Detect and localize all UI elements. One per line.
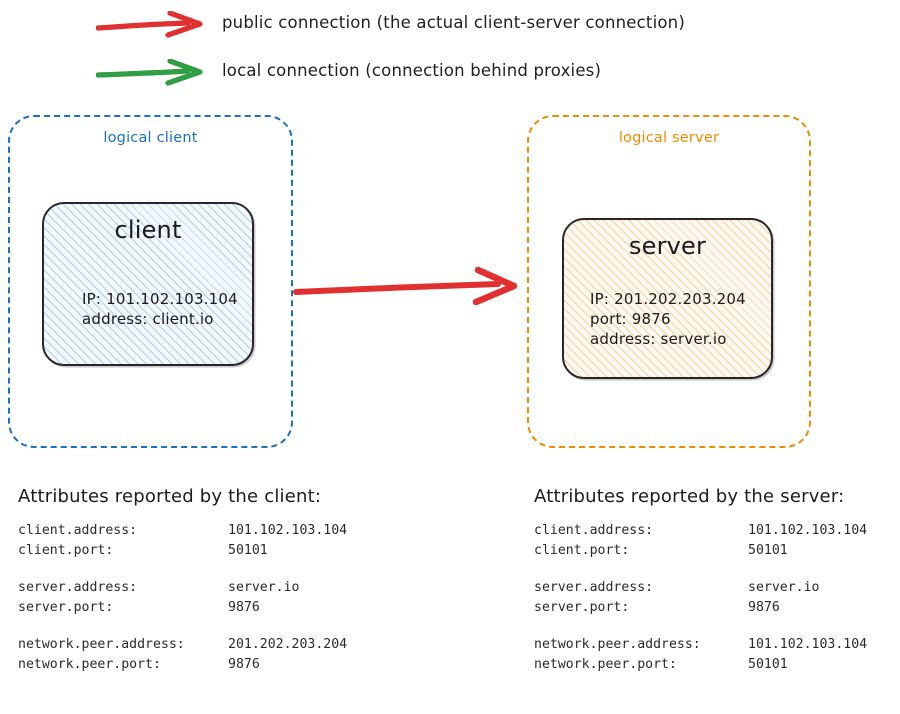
attr-value: 50101 (748, 656, 788, 672)
table-spacer (18, 560, 347, 578)
table-row: network.peer.address: 201.202.203.204 (18, 635, 347, 655)
attr-value: 101.102.103.104 (228, 523, 348, 538)
client-prop-ip: IP: 101.102.103.104 (82, 290, 238, 308)
table-spacer (18, 617, 347, 635)
attr-value: 9876 (228, 656, 260, 672)
table-row: network.peer.port: 50101 (534, 655, 867, 675)
client-prop-address: address: client.io (82, 310, 214, 328)
server-attributes-table: client.address: 101.102.103.104 client.p… (534, 521, 867, 674)
server-attributes-heading: Attributes reported by the server: (534, 486, 845, 507)
server-prop-address: address: server.io (590, 330, 727, 348)
attr-value: 50101 (748, 542, 788, 558)
attr-key: network.peer.port: (534, 656, 677, 672)
table-row: server.port: 9876 (18, 598, 347, 618)
server-prop-port: port: 9876 (590, 310, 671, 328)
public-connection-arrow (293, 266, 518, 306)
table-row: server.address: server.io (18, 578, 347, 598)
logical-server-group: logical server (527, 115, 811, 448)
attr-value: server.io (748, 580, 820, 595)
legend-label-local: local connection (connection behind prox… (222, 61, 602, 80)
attr-value: server.io (228, 580, 300, 595)
client-attributes-block: Attributes reported by the client: clien… (18, 486, 347, 674)
logical-server-label: logical server (618, 130, 720, 146)
client-node: client IP: 101.102.103.104 address: clie… (42, 202, 254, 366)
table-spacer (534, 560, 867, 578)
green-arrow-icon (96, 59, 203, 86)
table-row: server.address: server.io (534, 578, 867, 598)
client-attributes-table: client.address: 101.102.103.104 client.p… (18, 521, 347, 674)
red-arrow-icon (96, 11, 203, 38)
attr-value: 201.202.203.204 (228, 637, 348, 652)
attr-key: client.address: (534, 523, 654, 538)
logical-client-label: logical client (103, 130, 198, 146)
attr-key: server.port: (18, 599, 114, 615)
client-node-properties: IP: 101.102.103.104 address: client.io (82, 289, 238, 329)
attr-key: network.peer.port: (18, 656, 161, 672)
client-node-title: client (114, 216, 182, 244)
server-attributes-block: Attributes reported by the server: clien… (534, 486, 867, 674)
attr-value: 9876 (228, 599, 260, 615)
server-node: server IP: 201.202.203.204 port: 9876 ad… (562, 218, 773, 379)
client-attributes-heading: Attributes reported by the client: (18, 486, 322, 507)
table-row: client.port: 50101 (18, 541, 347, 561)
attr-key: network.peer.address: (18, 637, 185, 652)
table-row: client.address: 101.102.103.104 (18, 521, 347, 541)
server-prop-ip: IP: 201.202.203.204 (590, 290, 746, 308)
attr-value: 9876 (748, 599, 780, 615)
table-row: network.peer.address: 101.102.103.104 (534, 635, 867, 655)
attr-key: server.address: (534, 580, 654, 595)
server-node-title: server (628, 232, 707, 260)
attr-key: client.port: (534, 542, 630, 558)
legend-label-public: public connection (the actual client-ser… (222, 13, 685, 32)
legend: public connection (the actual client-ser… (0, 0, 900, 105)
attr-value: 101.102.103.104 (748, 523, 868, 538)
attr-key: client.address: (18, 523, 138, 538)
table-row: network.peer.port: 9876 (18, 655, 347, 675)
attr-value: 101.102.103.104 (748, 637, 868, 652)
table-spacer (534, 617, 867, 635)
table-row: server.port: 9876 (534, 598, 867, 618)
attr-key: server.port: (534, 599, 630, 615)
server-node-properties: IP: 201.202.203.204 port: 9876 address: … (590, 289, 746, 349)
logical-client-group: logical client (8, 115, 293, 448)
table-row: client.address: 101.102.103.104 (534, 521, 867, 541)
table-row: client.port: 50101 (534, 541, 867, 561)
attr-value: 50101 (228, 542, 268, 558)
attr-key: network.peer.address: (534, 637, 701, 652)
attr-key: client.port: (18, 542, 114, 558)
attr-key: server.address: (18, 580, 138, 595)
